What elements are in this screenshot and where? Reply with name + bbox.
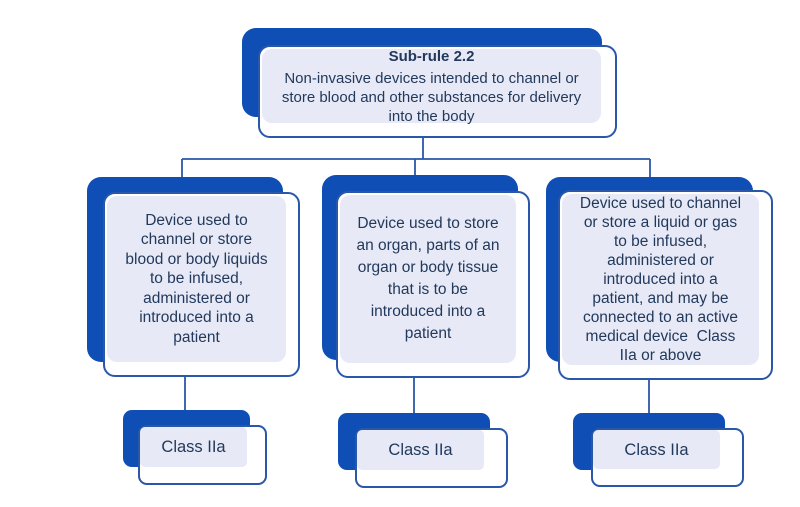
result-node-box: Class IIa: [138, 425, 267, 485]
root-node-body: Non-invasive devices intended to channel…: [281, 69, 582, 125]
child-node-organ-tissue: Device used to store an organ, parts of …: [322, 175, 530, 378]
child-node-blood-liquids: Device used to channel or store blood or…: [87, 177, 300, 377]
child-node-box: Device used to channel or store blood or…: [103, 192, 300, 377]
result-node-fill: Class IIa: [593, 430, 720, 469]
child-node-box: Device used to store an organ, parts of …: [336, 191, 530, 378]
result-node-middle: Class IIa: [338, 413, 508, 488]
result-node-label: Class IIa: [388, 441, 453, 459]
child-node-fill: Device used to channel or store a liquid…: [562, 194, 759, 365]
child-node-text: Device used to channel or store a liquid…: [579, 195, 742, 364]
root-node: Sub-rule 2.2 Non-invasive devices intend…: [242, 28, 617, 138]
result-node-left: Class IIa: [123, 410, 267, 485]
result-node-fill: Class IIa: [357, 430, 484, 470]
root-node-box: Sub-rule 2.2 Non-invasive devices intend…: [258, 45, 617, 138]
child-node-fill: Device used to channel or store blood or…: [107, 196, 286, 362]
child-node-liquid-gas: Device used to channel or store a liquid…: [546, 177, 773, 380]
result-node-right: Class IIa: [573, 413, 744, 487]
child-node-text: Device used to channel or store blood or…: [125, 211, 268, 346]
result-node-box: Class IIa: [591, 428, 744, 487]
result-node-label: Class IIa: [624, 440, 689, 459]
child-node-text: Device used to store an organ, parts of …: [356, 215, 500, 342]
root-node-fill: Sub-rule 2.2 Non-invasive devices intend…: [262, 47, 601, 125]
child-node-box: Device used to channel or store a liquid…: [558, 190, 773, 380]
result-node-box: Class IIa: [355, 428, 508, 488]
root-node-title: Sub-rule 2.2: [388, 47, 475, 65]
child-node-fill: Device used to store an organ, parts of …: [340, 195, 516, 363]
result-node-label: Class IIa: [161, 438, 226, 456]
result-node-fill: Class IIa: [140, 427, 247, 467]
